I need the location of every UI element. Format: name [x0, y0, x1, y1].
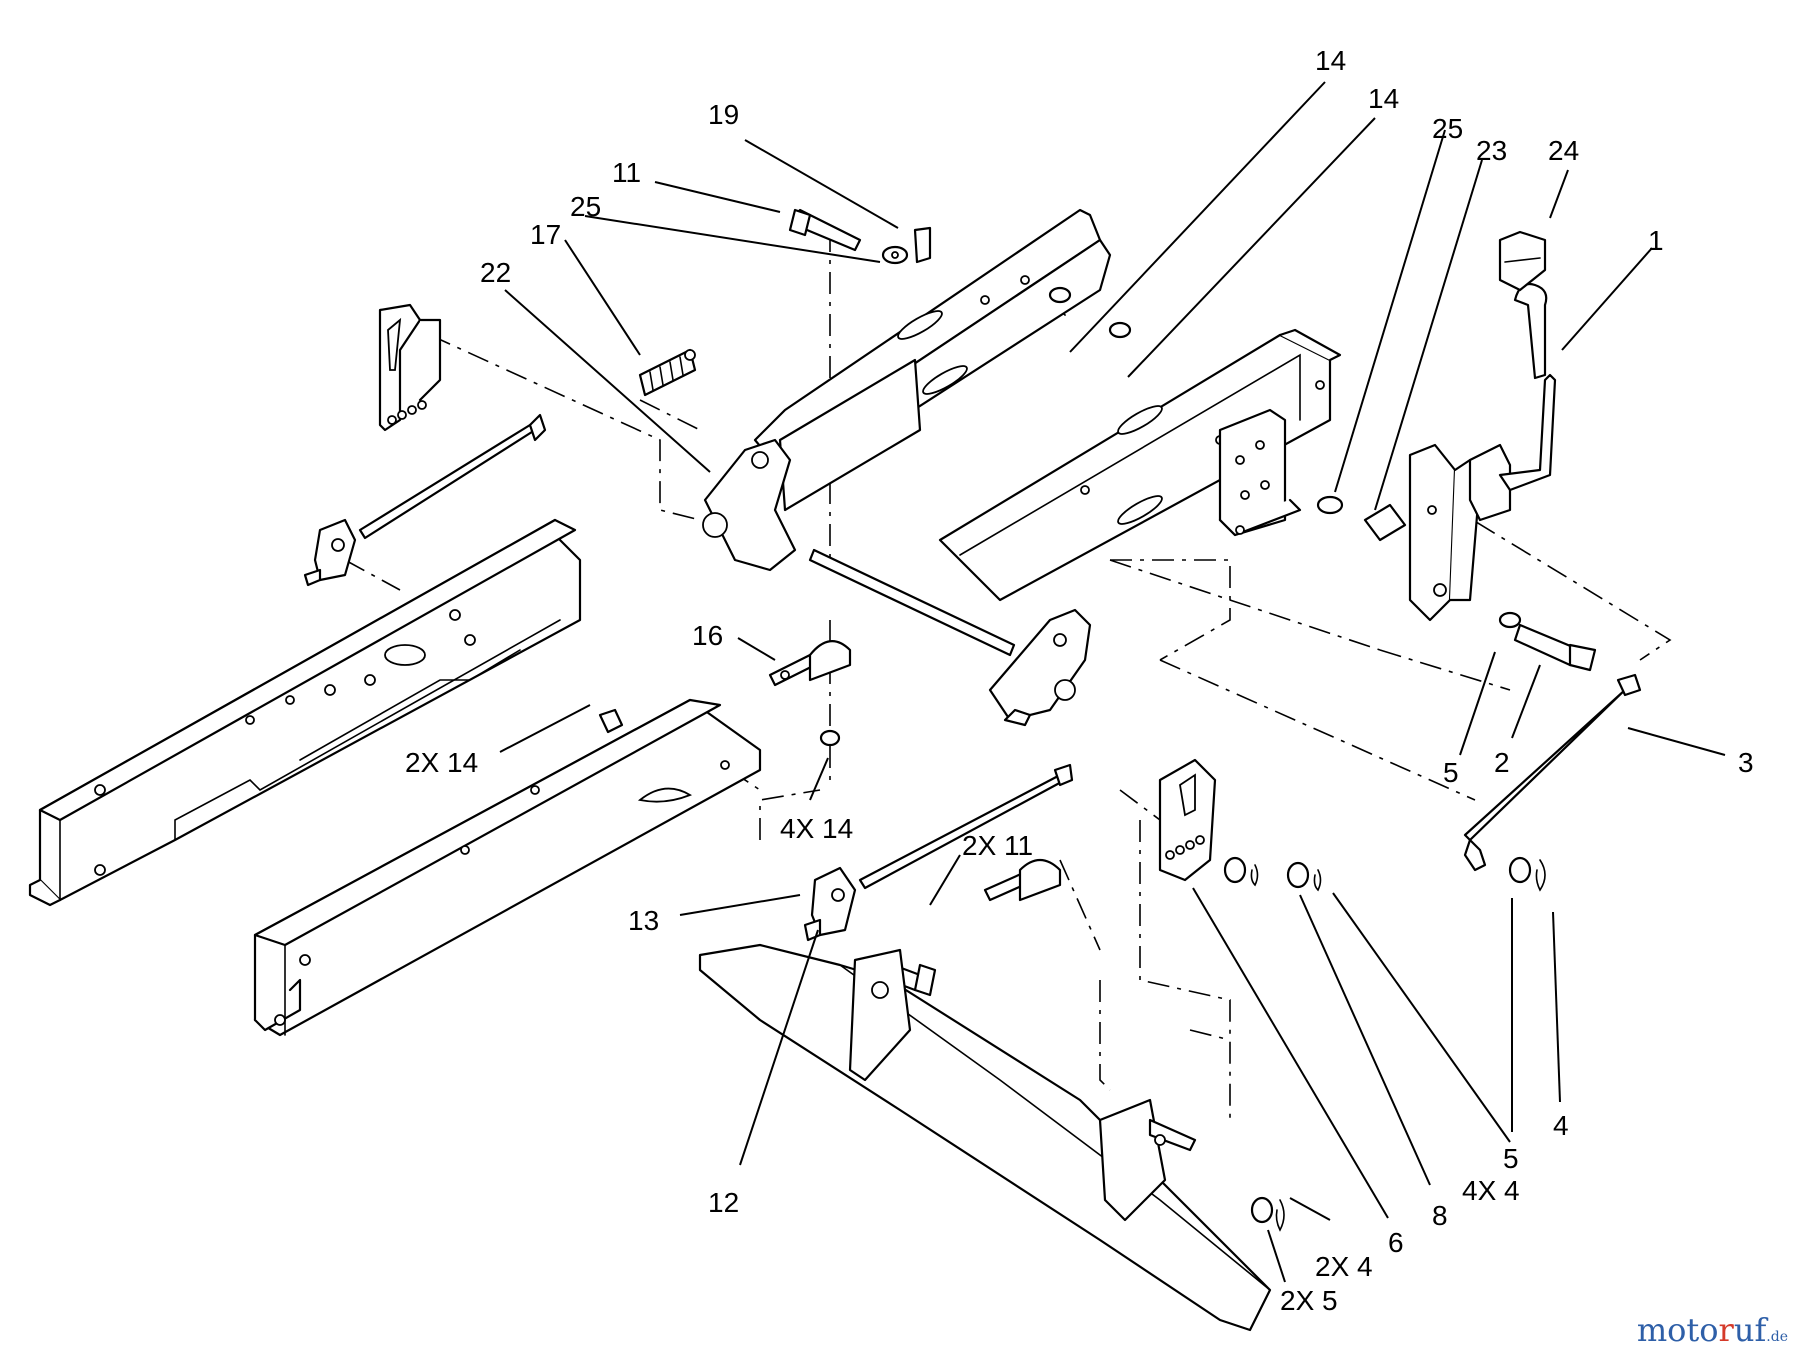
- callout-4x4: 4X 4: [1462, 1175, 1520, 1206]
- callout-2x11: 2X 11: [962, 830, 1033, 861]
- callout-8: 8: [1432, 1200, 1448, 1231]
- callout-14-b: 14: [1368, 83, 1399, 114]
- callout-6: 6: [1388, 1227, 1404, 1258]
- short-left-bracket: [378, 303, 442, 432]
- adjuster-rod-lower: [803, 763, 1074, 942]
- clamp-16: [768, 640, 852, 687]
- watermark-logo: motoruf.de: [1637, 1311, 1788, 1349]
- callout-16: 16: [692, 620, 723, 651]
- clamp-2x11: [983, 858, 1062, 902]
- callout-12: 12: [708, 1187, 739, 1218]
- spring-17: [638, 348, 697, 397]
- hardware: [598, 208, 1597, 997]
- callouts: 19 11 17 25 22 14 14 25 23 24 1 16 2X 14…: [405, 45, 1754, 1316]
- callout-4: 4: [1553, 1110, 1569, 1141]
- callout-2: 2: [1494, 747, 1510, 778]
- callout-14-a: 14: [1315, 45, 1346, 76]
- watermark-part-4: .de: [1766, 1329, 1788, 1345]
- link-rod-3: [1463, 673, 1642, 872]
- callout-11: 11: [612, 157, 641, 188]
- washers-and-clips: [1223, 856, 1546, 1232]
- callout-17: 17: [530, 219, 561, 250]
- lower-right-bracket: [1158, 758, 1217, 882]
- callout-19: 19: [708, 99, 739, 130]
- leader-lines: [499, 81, 1726, 1283]
- adjuster-rod-upper: [303, 413, 547, 587]
- left-frame-rail: [28, 518, 582, 907]
- callout-2x5: 2X 5: [1280, 1285, 1338, 1316]
- watermark-part-1: moto: [1636, 1311, 1719, 1349]
- lower-deck-arm: [698, 943, 1272, 1332]
- callout-3: 3: [1738, 747, 1754, 778]
- upper-cross-channel: [753, 208, 1112, 512]
- callout-4x14: 4X 14: [780, 813, 853, 844]
- right-mounting-bracket: [1218, 408, 1302, 537]
- lift-lever-assembly: [1408, 230, 1557, 622]
- callout-25-left: 25: [570, 191, 601, 222]
- callout-1: 1: [1648, 225, 1664, 256]
- lower-left-rail: [253, 698, 762, 1037]
- watermark-part-2: r: [1718, 1311, 1734, 1349]
- callout-2x14: 2X 14: [405, 747, 478, 778]
- watermark-part-3: uf: [1733, 1311, 1767, 1349]
- callout-23: 23: [1476, 135, 1507, 166]
- callout-25-right: 25: [1432, 113, 1463, 144]
- callout-22: 22: [480, 257, 511, 288]
- callout-13: 13: [628, 905, 659, 936]
- callout-24: 24: [1548, 135, 1579, 166]
- callout-5-b: 5: [1503, 1143, 1519, 1174]
- lift-shaft-assembly: [702, 438, 1092, 727]
- callout-2x4: 2X 4: [1315, 1251, 1373, 1282]
- callout-5-a: 5: [1443, 757, 1459, 788]
- right-upper-channel: [938, 328, 1342, 602]
